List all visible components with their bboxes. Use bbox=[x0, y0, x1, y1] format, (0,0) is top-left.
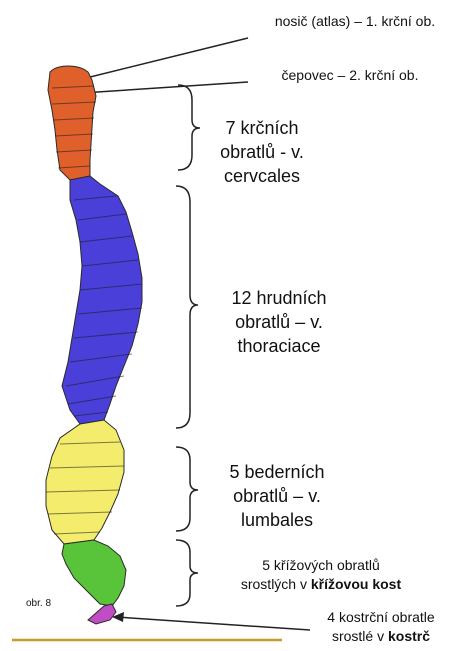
label-coccyx-line2-bold: kostrč bbox=[388, 628, 430, 644]
sacrum-segment bbox=[62, 540, 126, 606]
bracket-lumbar bbox=[176, 447, 198, 531]
label-cervical-line1: 7 krčních bbox=[202, 116, 322, 140]
label-axis: čepovec – 2. krční ob. bbox=[250, 66, 450, 85]
figure-number: obr. 8 bbox=[26, 598, 66, 610]
label-sacral-line1: 5 křížových obratlů bbox=[206, 556, 436, 575]
label-coccyx: 4 kostrční obratle srostlé v kostrč bbox=[306, 608, 456, 646]
label-sacral-line2-pre: srostlých v bbox=[241, 576, 311, 592]
label-cervical-line3: cervcales bbox=[202, 164, 322, 188]
bracket-thoracic bbox=[176, 186, 198, 428]
label-coccyx-line2: srostlé v kostrč bbox=[306, 627, 456, 646]
bracket-sacral bbox=[176, 540, 198, 606]
label-thoracic-line2: obratlů – v. bbox=[214, 310, 344, 334]
label-lumbar-line2: obratlů – v. bbox=[212, 484, 342, 508]
leader-line-coccyx bbox=[116, 617, 310, 630]
label-thoracic: 12 hrudních obratlů – v. thoraciace bbox=[214, 286, 344, 358]
cervical-segment bbox=[48, 66, 96, 180]
label-sacral: 5 křížových obratlů srostlých v křížovou… bbox=[206, 556, 436, 594]
label-cervical-line2: obratlů - v. bbox=[202, 140, 322, 164]
label-coccyx-line1: 4 kostrční obratle bbox=[306, 608, 456, 627]
label-lumbar-line1: 5 bederních bbox=[212, 460, 342, 484]
label-cervical: 7 krčních obratlů - v. cervcales bbox=[202, 116, 322, 188]
label-coccyx-line2-pre: srostlé v bbox=[332, 628, 388, 644]
bracket-cervical bbox=[178, 85, 200, 170]
label-thoracic-line1: 12 hrudních bbox=[214, 286, 344, 310]
coccyx-segment bbox=[88, 604, 116, 624]
thoracic-segment bbox=[62, 176, 142, 424]
label-atlas: nosič (atlas) – 1. krční ob. bbox=[250, 12, 460, 31]
lumbar-segment bbox=[46, 420, 124, 544]
label-sacral-line2-bold: křížovou kost bbox=[311, 576, 401, 592]
label-sacral-line2: srostlých v křížovou kost bbox=[206, 575, 436, 594]
leader-line-atlas bbox=[78, 38, 248, 80]
label-thoracic-line3: thoraciace bbox=[214, 334, 344, 358]
label-lumbar: 5 bederních obratlů – v. lumbales bbox=[212, 460, 342, 532]
leader-line-axis bbox=[82, 82, 248, 93]
label-lumbar-line3: lumbales bbox=[212, 508, 342, 532]
